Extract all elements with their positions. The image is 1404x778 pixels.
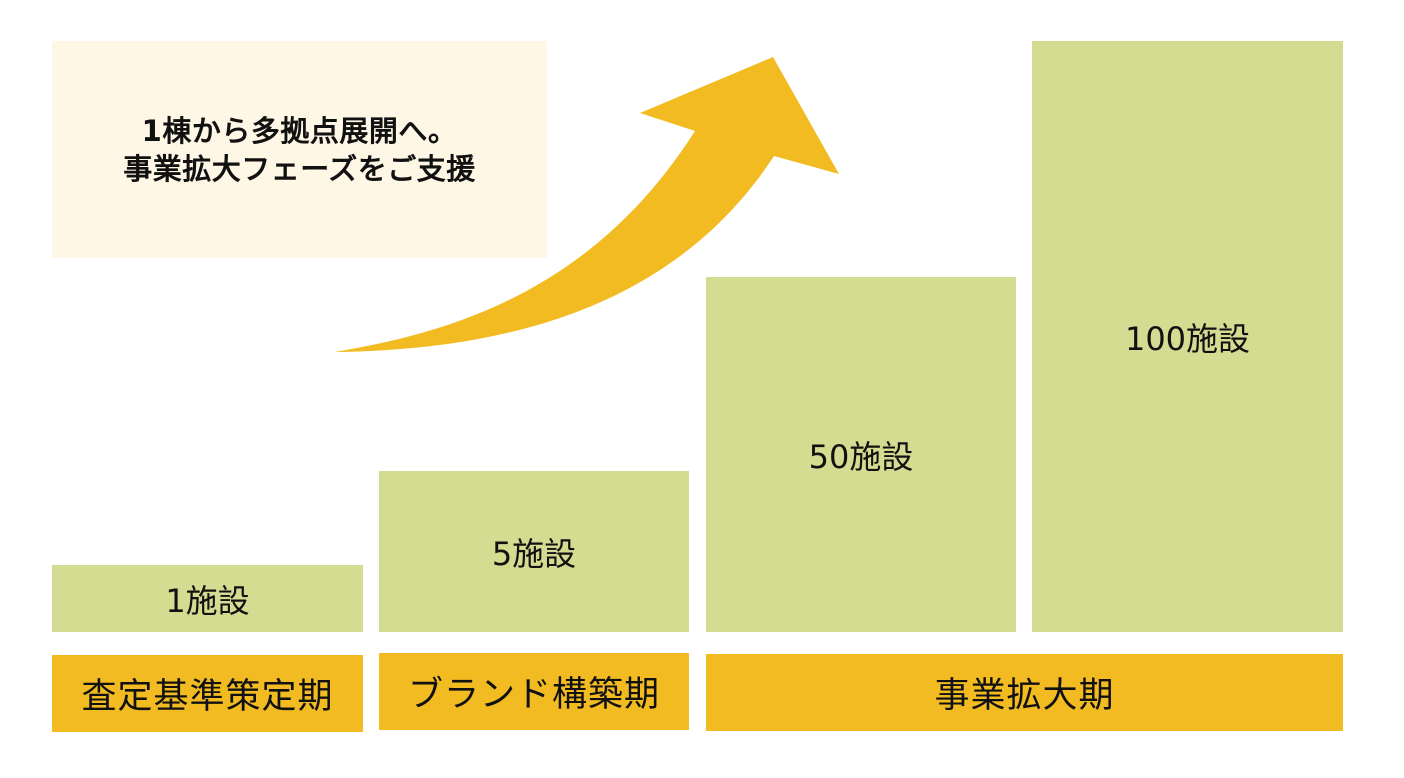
bar-label: 100施設 <box>1124 319 1251 358</box>
phase-label: ブランド構築期 <box>407 675 660 715</box>
phase-brand-building: ブランド構築期 <box>379 653 689 730</box>
bar-1-facility: 1施設 <box>52 565 363 632</box>
phase-label: 査定基準策定期 <box>81 677 334 717</box>
headline-line-2: 事業拡大フェーズをご支援 <box>123 151 476 186</box>
headline-callout: 1棟から多拠点展開へ。 事業拡大フェーズをご支援 <box>52 41 547 258</box>
bar-label: 1施設 <box>165 581 250 620</box>
bar-5-facilities: 5施設 <box>379 471 689 632</box>
phase-business-expansion: 事業拡大期 <box>706 654 1343 731</box>
bar-label: 5施設 <box>491 534 577 573</box>
phase-label: 事業拡大期 <box>934 676 1115 716</box>
phase-criteria-setting: 査定基準策定期 <box>52 655 363 732</box>
bar-100-facilities: 100施設 <box>1032 41 1343 632</box>
bar-label: 50施設 <box>808 437 914 476</box>
headline-line-1: 1棟から多拠点展開へ。 <box>141 113 458 148</box>
bar-50-facilities: 50施設 <box>706 277 1016 632</box>
